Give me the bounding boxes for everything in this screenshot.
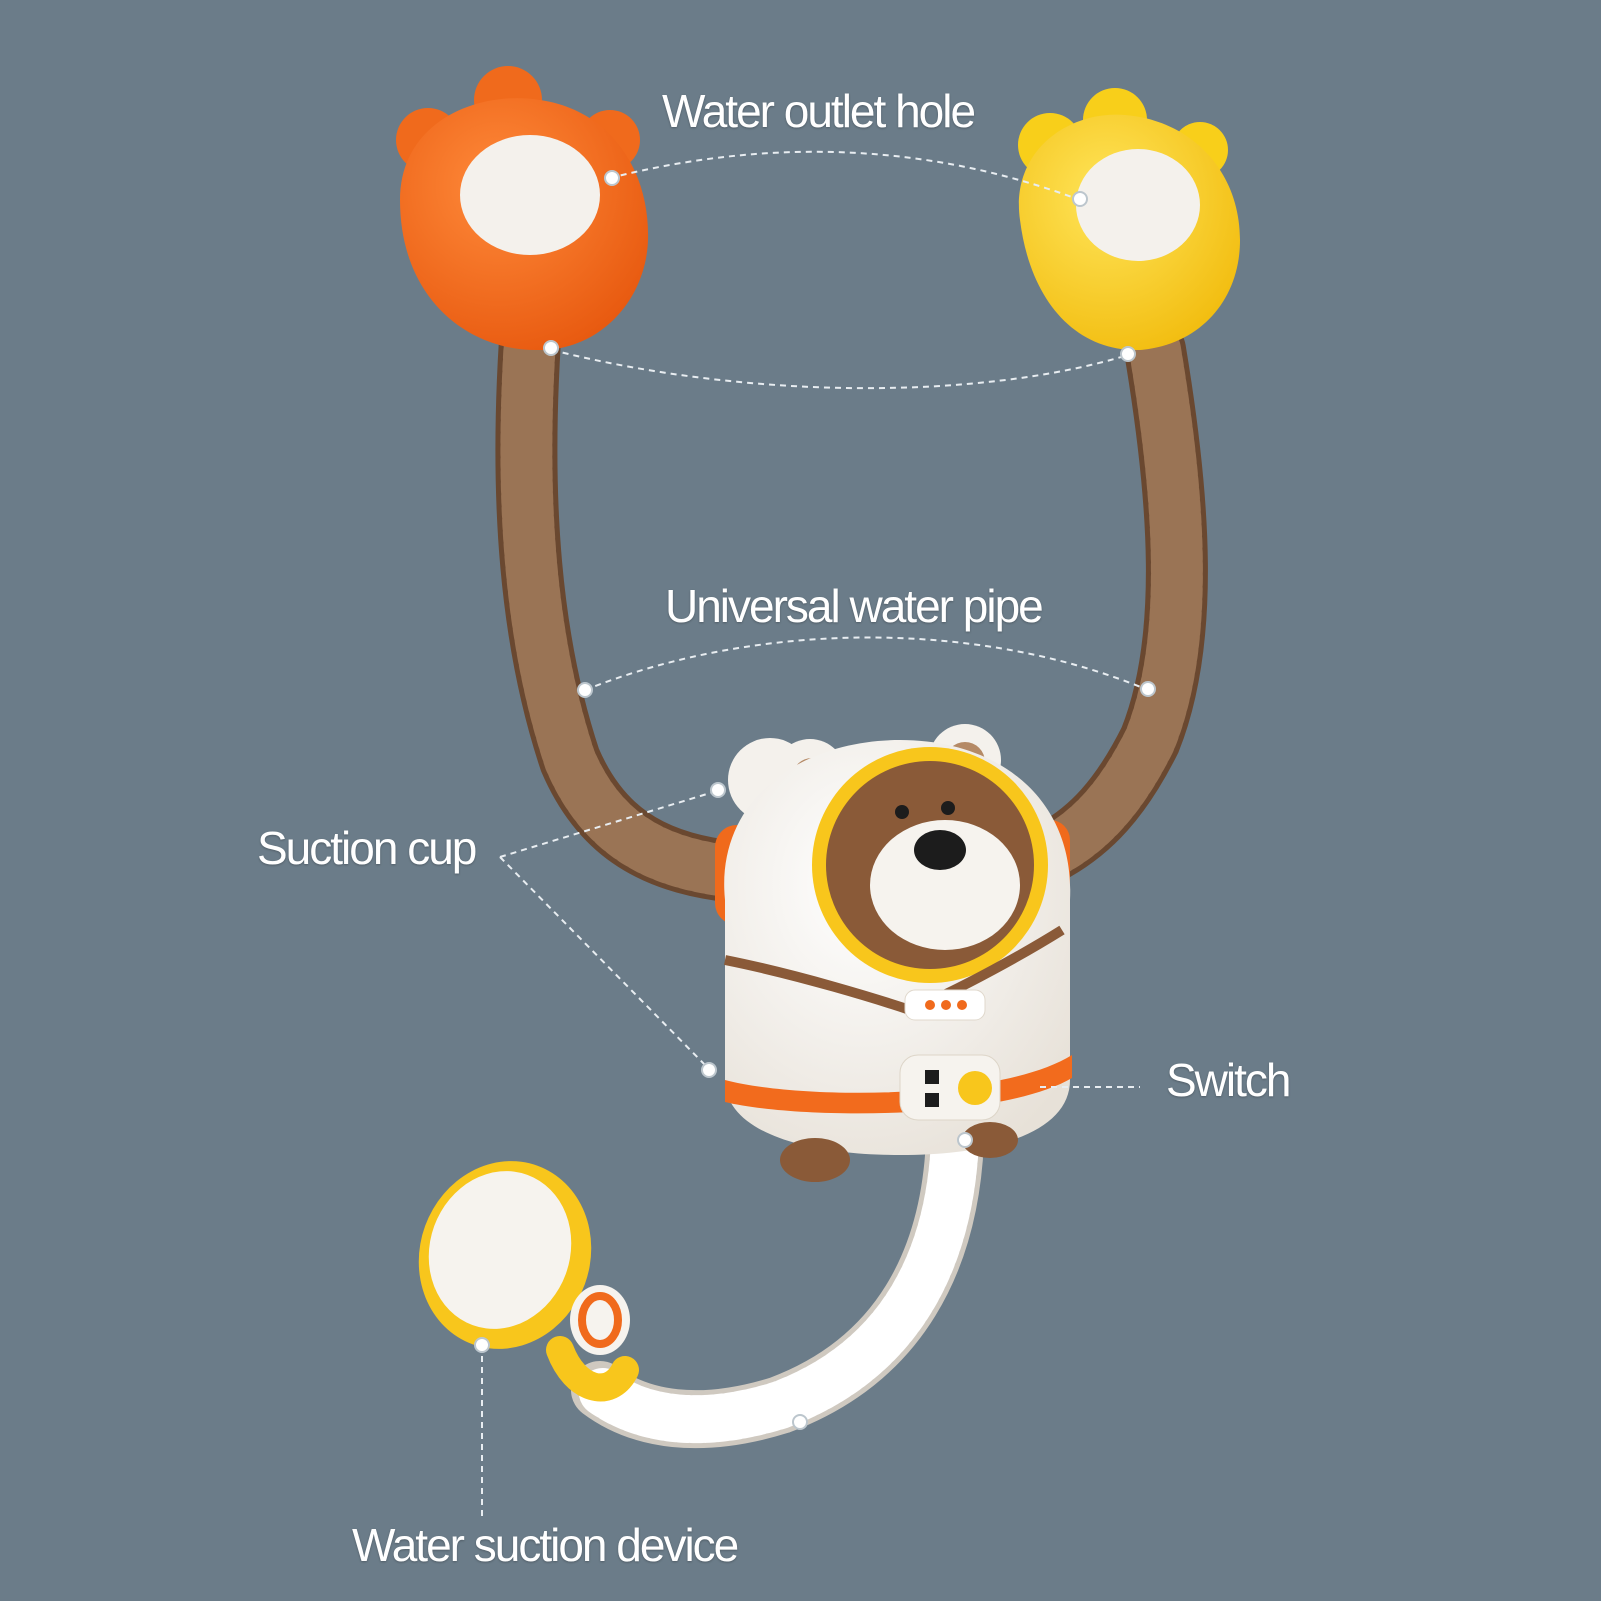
label-switch: Switch: [1166, 1054, 1291, 1106]
suction-cup-callout-top: [499, 789, 721, 858]
marker-suction-cup-top: [710, 782, 726, 798]
callout-lines: [481, 150, 1149, 1520]
yellow-outlet-face: [1076, 149, 1200, 261]
marker-orange-neck: [543, 340, 559, 356]
marker-white-pipe: [792, 1414, 808, 1430]
orange-shower-head: [396, 66, 649, 351]
pipe-callout: [584, 636, 1149, 691]
marker-suction-cup-bottom: [701, 1062, 717, 1078]
label-suction-cup: Suction cup: [257, 822, 477, 874]
marker-suction-device: [474, 1337, 490, 1353]
suction-cup-callout-bottom: [499, 856, 711, 1071]
outlet-lower-callout: [551, 349, 1129, 390]
label-water-outlet-hole: Water outlet hole: [662, 85, 976, 137]
outlet-callout: [609, 150, 1081, 201]
bear-face: [870, 820, 1020, 950]
left-foot: [780, 1138, 850, 1182]
marker-orange-outlet: [604, 170, 620, 186]
callout-markers: [474, 170, 1156, 1430]
right-foot: [962, 1122, 1018, 1158]
marker-right-pipe: [1140, 681, 1156, 697]
bear-body: [715, 724, 1072, 1182]
marker-yellow-neck: [1120, 346, 1136, 362]
label-water-suction-device: Water suction device: [352, 1519, 739, 1571]
marker-left-pipe: [577, 682, 593, 698]
orange-outlet-face: [460, 135, 600, 255]
label-universal-water-pipe: Universal water pipe: [665, 580, 1044, 632]
yellow-shower-head: [1018, 88, 1240, 351]
marker-yellow-outlet: [1072, 191, 1088, 207]
switch-button[interactable]: [958, 1071, 992, 1105]
water-suction-device: [418, 1161, 639, 1402]
bear-nose: [914, 830, 966, 870]
marker-switch-bottom: [957, 1132, 973, 1148]
